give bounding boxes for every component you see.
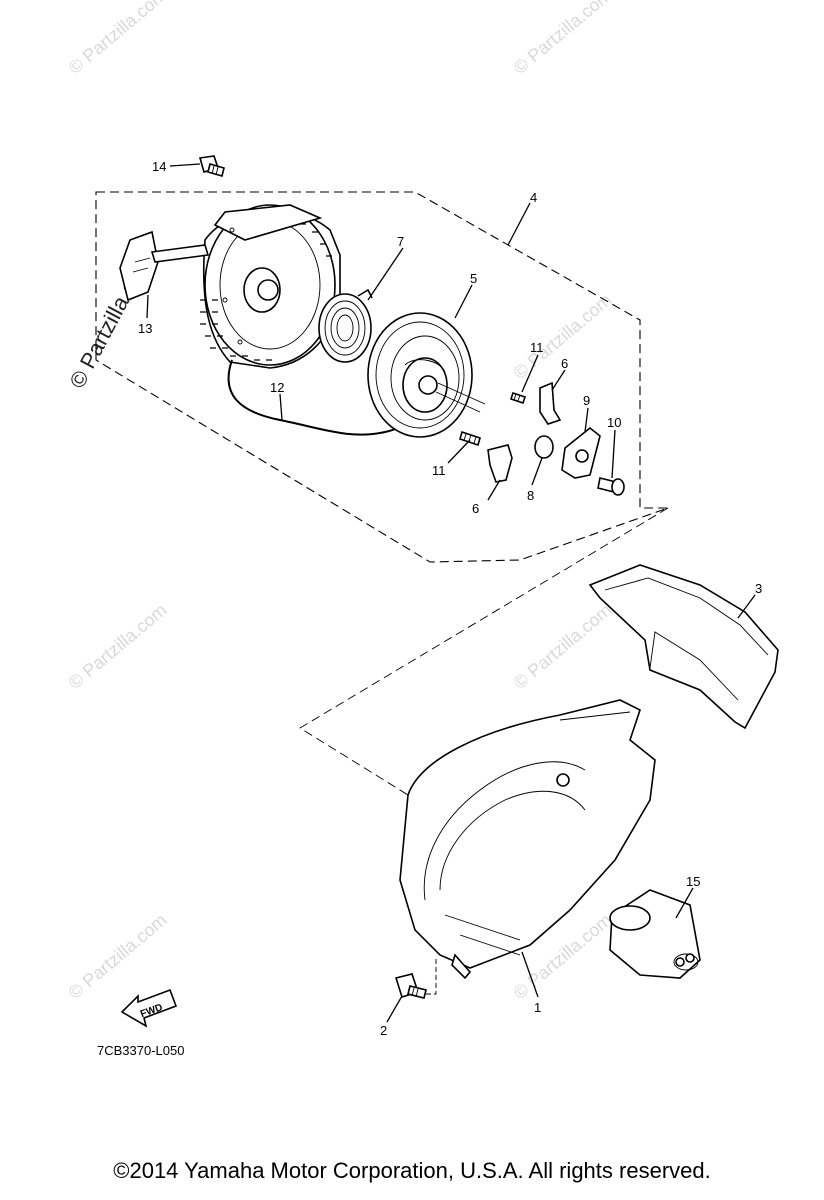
- callout-12: 12: [270, 380, 284, 395]
- ratchet-pawl-lower: [487, 444, 513, 483]
- callout-2: 2: [380, 1023, 387, 1038]
- callout-4: 4: [530, 190, 537, 205]
- case-perforation: [200, 223, 332, 361]
- sheave-drum: [367, 312, 486, 438]
- ratchet-pawl-upper: [539, 381, 562, 425]
- callout-6-upper: 6: [561, 356, 568, 371]
- watermark: © Partzilla.com: [65, 600, 171, 693]
- callout-7: 7: [397, 234, 404, 249]
- copyright-notice: ©2014 Yamaha Motor Corporation, U.S.A. A…: [113, 1158, 711, 1183]
- washer: [534, 435, 554, 459]
- housing-screw: [394, 958, 437, 999]
- starter-housing: [399, 699, 656, 980]
- spring-upper: [509, 391, 527, 405]
- callout-9: 9: [583, 393, 590, 408]
- callout-1: 1: [534, 1000, 541, 1015]
- figure-code: 7CB3370-L050: [97, 1043, 184, 1058]
- callout-14: 14: [152, 159, 166, 174]
- callout-11-lower: 11: [432, 463, 446, 478]
- callout-15: 15: [686, 874, 700, 889]
- callout-3: 3: [755, 581, 762, 596]
- plate-bolt: [597, 477, 625, 496]
- reference-line: [299, 507, 669, 796]
- case-bolt: [198, 155, 225, 177]
- starter-handle: [119, 230, 210, 302]
- callout-11-upper: 11: [530, 340, 544, 355]
- callouts: 14 4 7 5 11 6 9 10 12 11 8 6 13 3 15 1 2: [138, 159, 762, 1038]
- watermark: © Partzilla.com: [510, 0, 616, 78]
- callout-5: 5: [470, 271, 477, 286]
- spiral-spring: [318, 288, 373, 363]
- callout-10: 10: [607, 415, 621, 430]
- watermark: © Partzilla.com: [510, 600, 616, 693]
- leader-lines: [146, 163, 756, 1023]
- starter-case: [200, 204, 341, 369]
- watermark: © Partzilla.com: [65, 0, 171, 78]
- fwd-arrow: FWD: [120, 988, 178, 1028]
- callout-8: 8: [527, 488, 534, 503]
- air-shroud-cover: [588, 564, 779, 730]
- spring-lower: [459, 430, 481, 447]
- watermark: © Partzilla.com: [65, 910, 171, 1003]
- ratchet-plate: [561, 426, 601, 479]
- callout-13: 13: [138, 321, 152, 336]
- starter-cylinder: [609, 889, 701, 979]
- callout-6-lower: 6: [472, 501, 479, 516]
